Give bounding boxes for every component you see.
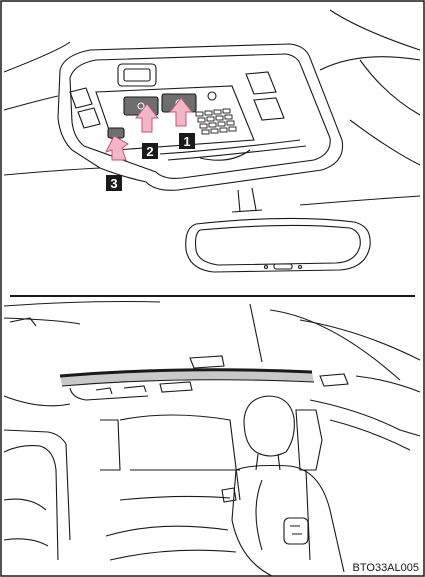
bottom-panel xyxy=(4,302,420,577)
map-lamp-left xyxy=(70,88,92,108)
mirror-sensor xyxy=(274,264,292,269)
rear-seat xyxy=(4,446,58,560)
callout-3: 3 xyxy=(106,175,122,191)
console-housing xyxy=(58,44,343,190)
headrest xyxy=(244,396,294,456)
seat-control xyxy=(284,518,308,544)
callout-1-label: 1 xyxy=(183,134,190,149)
top-panel xyxy=(4,10,420,272)
map-lamp-right xyxy=(246,72,276,94)
small-switch xyxy=(108,128,124,138)
callout-2: 2 xyxy=(142,143,158,159)
seat-belt-anchor xyxy=(296,410,322,470)
dome-light xyxy=(190,356,224,368)
button-grid xyxy=(196,109,236,134)
round-indicator xyxy=(208,92,216,100)
callout-2-label: 2 xyxy=(146,144,153,159)
arrow-3 xyxy=(106,136,128,160)
front-seat xyxy=(236,466,344,573)
callout-1: 1 xyxy=(179,133,195,149)
figure-code: BTO33AL005 xyxy=(353,562,419,574)
callout-3-label: 3 xyxy=(110,176,117,191)
